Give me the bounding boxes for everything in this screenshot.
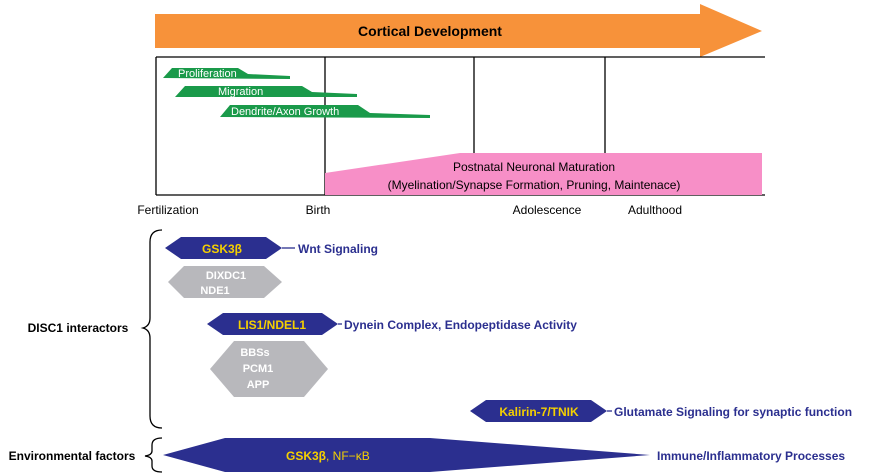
milestone-fertilization: Fertilization — [137, 203, 198, 217]
postnatal-maturation-title: Postnatal Neuronal Maturation — [453, 160, 615, 174]
milestone-adulthood: Adulthood — [628, 203, 682, 217]
proliferation-label: Proliferation — [178, 68, 237, 80]
nde1-label: NDE1 — [200, 285, 229, 297]
dixdc1-label: DIXDC1 — [206, 270, 246, 282]
environmental-nfkb-label: , NF−κB — [326, 449, 370, 463]
kalirin-tnik-node — [470, 400, 607, 422]
environmental-factors-label: GSK3β, NF−κB — [286, 449, 370, 463]
environmental-group-label: Environmental factors — [9, 449, 136, 463]
lis1-ndel1-node — [207, 313, 338, 335]
disc1-group-label: DISC1 interactors — [28, 321, 129, 335]
dendrite-axon-growth-label: Dendrite/Axon Growth — [231, 106, 339, 118]
migration-label: Migration — [218, 86, 263, 98]
lis1-ndel1-label: LIS1/NDEL1 — [238, 318, 306, 332]
environmental-gsk3b-label: GSK3β — [286, 449, 326, 463]
gsk3b-function: Wnt Signaling — [298, 242, 378, 256]
postnatal-maturation-detail: (Myelination/Synapse Formation, Pruning,… — [388, 178, 681, 192]
gsk3b-node — [165, 237, 282, 259]
dixdc1-nde1-node — [168, 266, 282, 298]
dendrite-axon-growth-bar — [220, 105, 430, 118]
environmental-bracket — [144, 437, 163, 473]
milestone-adolescence: Adolescence — [513, 203, 582, 217]
milestone-birth: Birth — [306, 203, 331, 217]
bbs-pcm1-app-node — [210, 341, 328, 397]
app-label: APP — [247, 379, 270, 391]
cortical-development-label: Cortical Development — [358, 23, 502, 39]
environmental-factors-bar — [163, 438, 650, 472]
kalirin-tnik-label: Kalirin-7/TNIK — [499, 405, 579, 419]
disc1-bracket — [140, 229, 163, 429]
pcm1-label: PCM1 — [243, 363, 274, 375]
proliferation-bar — [163, 68, 290, 79]
kalirin-tnik-function: Glutamate Signaling for synaptic functio… — [614, 405, 852, 419]
migration-bar — [175, 86, 357, 97]
postnatal-maturation-band — [325, 153, 762, 195]
gsk3b-label: GSK3β — [202, 242, 242, 256]
environmental-function: Immune/Inflammatory Processes — [657, 449, 845, 463]
lis1-ndel1-function: Dynein Complex, Endopeptidase Activity — [344, 318, 577, 332]
cortical-development-arrow — [155, 4, 762, 57]
bbs-label: BBSs — [240, 347, 269, 359]
